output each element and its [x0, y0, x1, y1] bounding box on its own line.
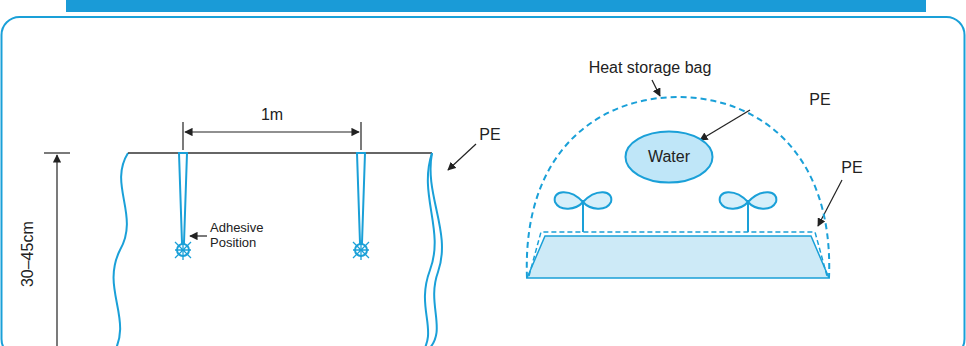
- water-bag: Water: [624, 130, 714, 184]
- dimension-line: [44, 80, 842, 346]
- part-label: PE: [806, 91, 833, 109]
- node-text: Water: [648, 148, 690, 166]
- material-label: PE: [841, 159, 862, 177]
- material-label: Heat storage bag: [589, 59, 712, 77]
- part-label: Adhesive Position: [210, 221, 280, 251]
- material-label: PE: [479, 126, 500, 144]
- tunnel: [527, 97, 829, 278]
- header-bar: [66, 0, 926, 12]
- dimension-label: 30–45cm: [19, 221, 37, 287]
- dimension-label: 1m: [261, 106, 283, 124]
- frame: [2, 17, 965, 346]
- pe-sheet: [112, 153, 442, 346]
